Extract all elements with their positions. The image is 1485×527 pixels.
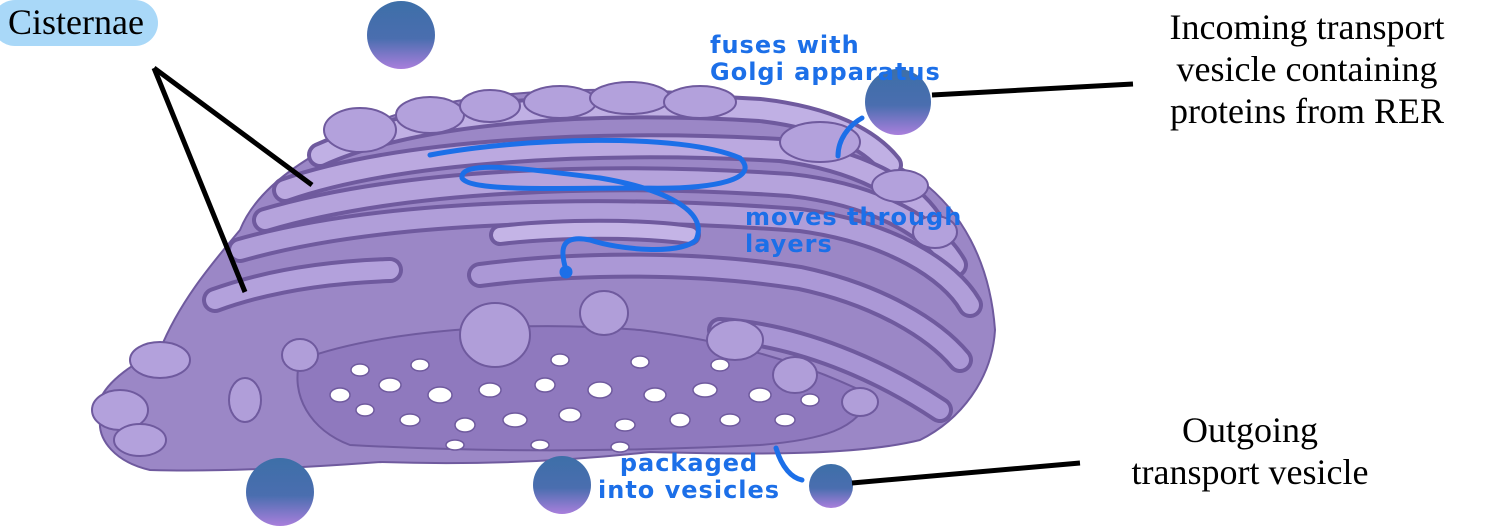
- fuses-annotation: fuses with Golgi apparatus: [710, 32, 941, 86]
- incoming-vesicle-label-line: proteins from RER: [1170, 91, 1444, 131]
- outgoing-transport-vesicle: [809, 464, 853, 508]
- outgoing-vesicle-leader: [851, 460, 1081, 486]
- incoming-transport-vesicle: [865, 69, 931, 135]
- transport-vesicles: [246, 1, 931, 526]
- moves-annotation-line: layers: [745, 230, 833, 258]
- transport-vesicle: [367, 1, 435, 69]
- cisterna: [493, 222, 697, 242]
- packaged-annotation-line: packaged: [619, 449, 759, 477]
- cisterna: [256, 170, 964, 274]
- outgoing-vesicle-label-line: transport vesicle: [1131, 452, 1369, 492]
- protein-pathway: [427, 115, 865, 483]
- leader-lines: [151, 65, 1134, 486]
- incoming-vesicle-label: Incoming transport vesicle containing pr…: [1132, 6, 1482, 132]
- cisterna: [231, 203, 979, 314]
- fuses-annotation-line: fuses with: [710, 31, 860, 59]
- outgoing-vesicle-label: Outgoing transport vesicle: [1085, 409, 1415, 493]
- incoming-vesicle-leader: [931, 81, 1134, 98]
- packaged-annotation: packaged into vesicles: [598, 450, 780, 504]
- transport-vesicle: [246, 458, 314, 526]
- cisternae-leader-lower: [151, 67, 248, 293]
- packaged-annotation-line: into vesicles: [598, 476, 781, 504]
- pathway-to-outgoing-vesicle: [773, 445, 805, 483]
- incoming-vesicle-label-line: vesicle containing: [1176, 49, 1438, 89]
- golgi-buds: [91, 81, 958, 457]
- fuses-annotation-line: Golgi apparatus: [710, 58, 941, 86]
- incoming-vesicle-label-line: Incoming transport: [1169, 7, 1445, 47]
- transport-vesicle: [533, 456, 591, 514]
- pathway-from-incoming-vesicle: [835, 115, 865, 159]
- moves-annotation-line: moves through: [745, 203, 963, 231]
- pathway-through-layers: [427, 137, 748, 273]
- outgoing-vesicle-label-line: Outgoing: [1181, 410, 1318, 450]
- moves-annotation: moves through layers: [745, 204, 962, 258]
- cisterna: [206, 261, 399, 309]
- golgi-vesicles: [228, 290, 879, 423]
- cisternae-leader-upper: [152, 65, 314, 188]
- cisternae-label: Cisternae: [0, 0, 158, 46]
